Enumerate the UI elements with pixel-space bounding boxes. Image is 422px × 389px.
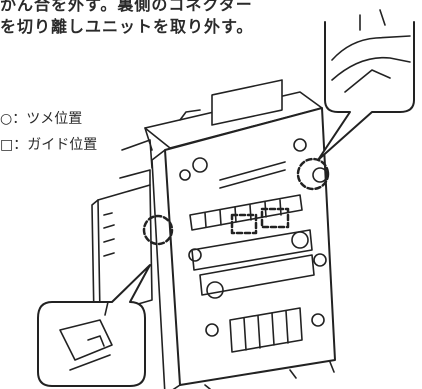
audio-unit-body xyxy=(151,79,336,389)
instruction-line-1: かん合を外す。裏側のコネクター xyxy=(0,0,253,14)
detail-callout-top-right xyxy=(317,9,415,161)
instruction-line-2: を切り離しユニットを取り外す。 xyxy=(0,17,254,36)
guide-position-markers xyxy=(230,207,290,235)
guide-marker-right xyxy=(260,207,290,229)
guide-marker-left xyxy=(230,213,258,235)
legend-claw-position: ○：ツメ位置 xyxy=(0,111,83,127)
legend-guide-position: □：ガイド位置 xyxy=(0,137,98,153)
detail-callout-bottom-left xyxy=(37,264,151,387)
claw-marker-left xyxy=(142,214,174,246)
claw-position-markers xyxy=(142,157,330,246)
claw-marker-right xyxy=(296,157,330,191)
